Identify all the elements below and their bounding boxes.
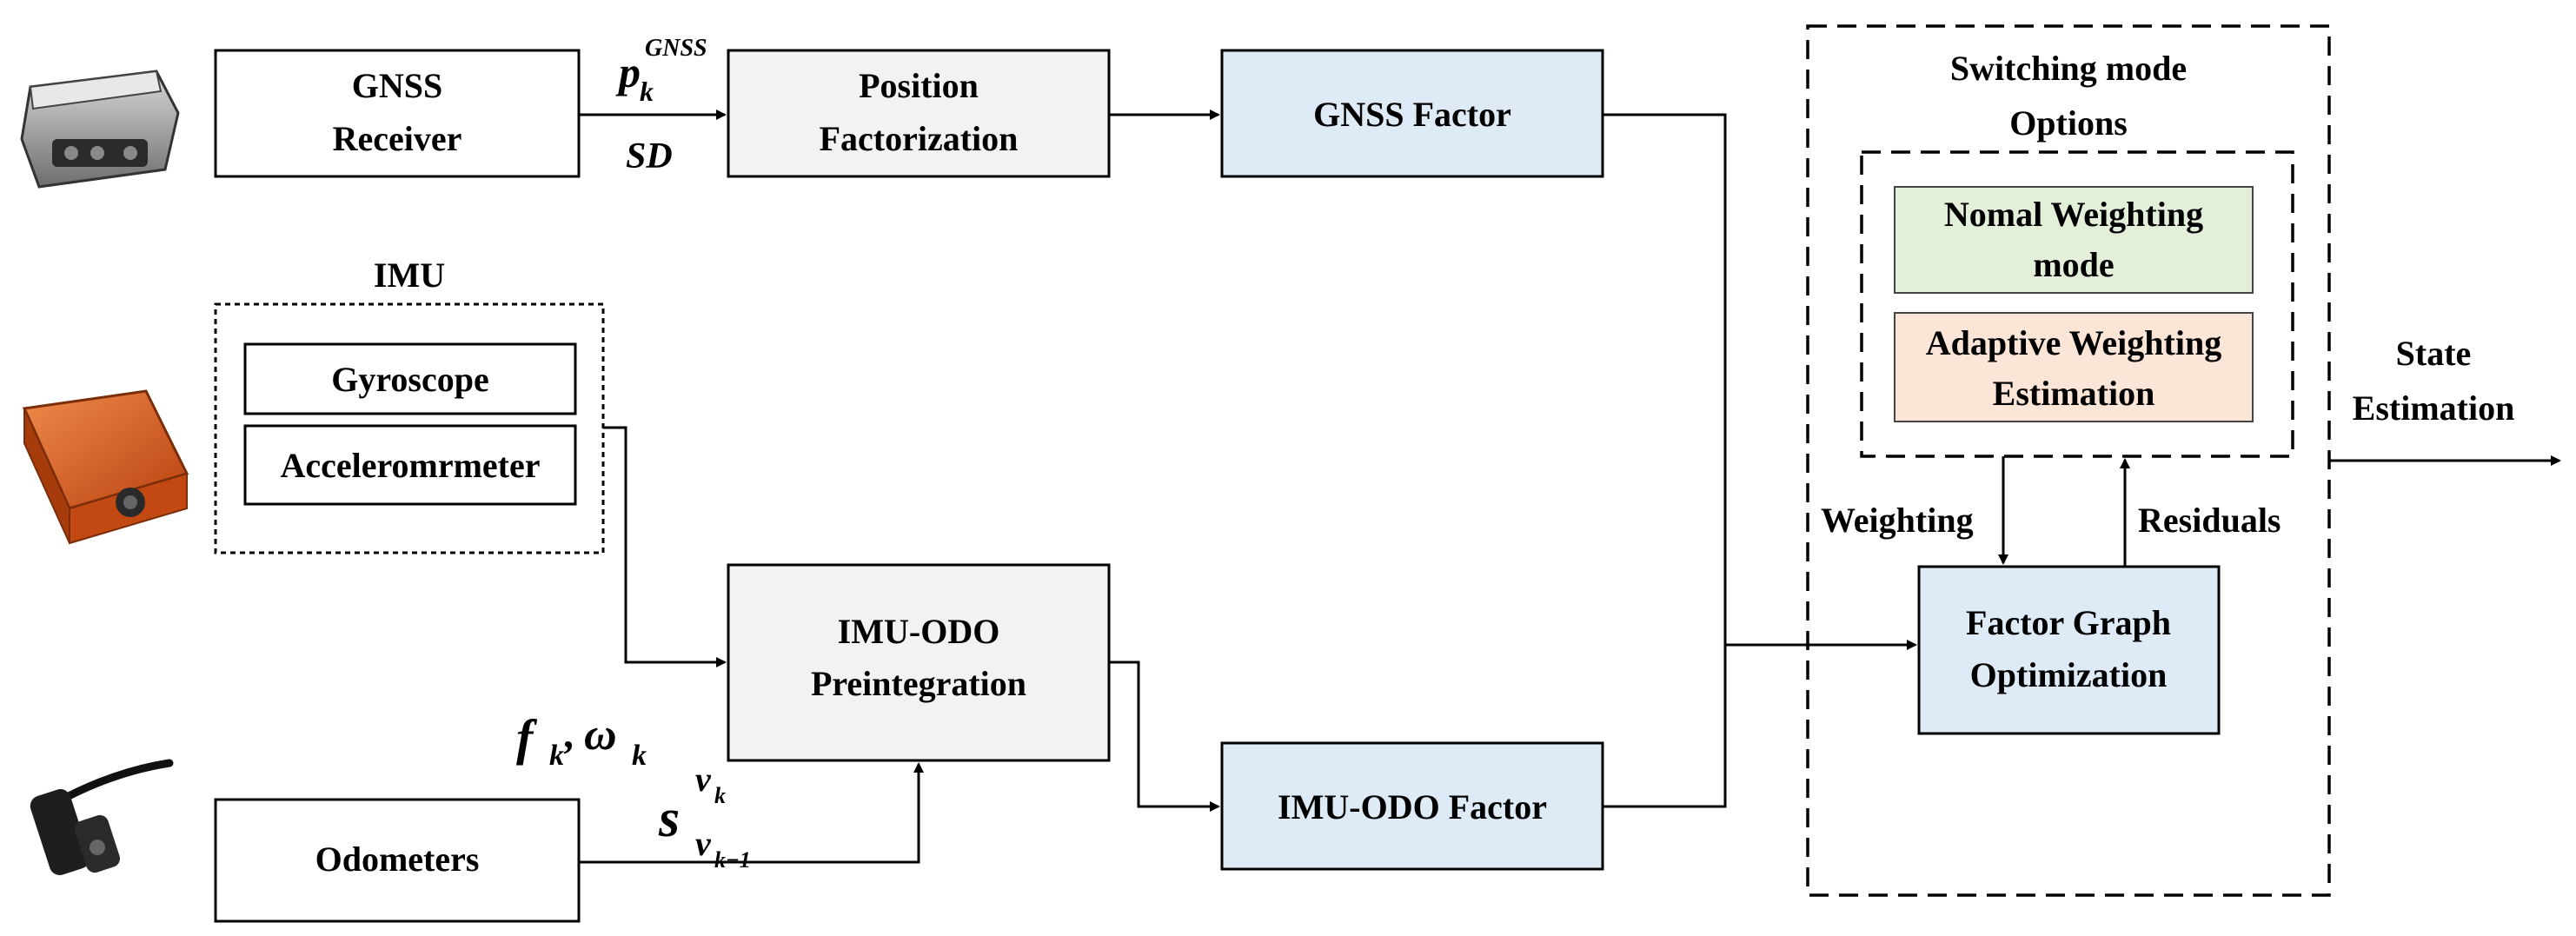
odometers-box: Odometers	[214, 798, 581, 923]
imu-title: IMU	[374, 256, 445, 295]
gnss-factor-label: GNSS Factor	[1313, 95, 1511, 134]
omega-subscript: k	[632, 740, 647, 772]
accelerometer-label: Acceleromrmeter	[280, 446, 540, 485]
p-subscript: k	[640, 76, 654, 107]
imu-measurement-symbol: f k , ω k	[516, 709, 647, 772]
imu-odo-preintegration-label-line2: Preintegration	[811, 664, 1026, 703]
s-sub-v: v	[695, 824, 712, 863]
position-factorization-label-line2: Factorization	[820, 119, 1019, 158]
p-superscript: GNSS	[645, 35, 707, 62]
position-factorization-box: Position Factorization	[727, 49, 1111, 178]
gnss-receiver-label-line1: GNSS	[352, 66, 443, 105]
normal-weighting-label-line2: mode	[2033, 245, 2114, 284]
state-estimation-label-line1: State	[2396, 334, 2472, 373]
weighting-label: Weighting	[1821, 501, 1974, 540]
line-gnss-factor-to-merge	[1603, 113, 1727, 645]
factor-graph-label-line2: Optimization	[1970, 655, 2168, 694]
imu-device-icon	[22, 389, 189, 545]
gnss-factor-box: GNSS Factor	[1220, 49, 1604, 178]
gnss-receiver-box: GNSS Receiver	[214, 49, 581, 178]
f-subscript: k	[549, 740, 564, 772]
sd-label: SD	[626, 136, 673, 176]
line-imu-odo-factor-to-merge	[1603, 645, 1727, 808]
odometer-scale-symbol: s v k v k−1	[658, 760, 751, 873]
omega-symbol: ω	[584, 710, 617, 760]
switching-mode-title-line1: Switching mode	[1950, 49, 2187, 88]
switching-mode-group: Switching mode Options Nomal Weighting m…	[1806, 24, 2331, 897]
adaptive-weighting-label-line1: Adaptive Weighting	[1926, 323, 2221, 362]
p-symbol: p	[615, 48, 641, 96]
switching-mode-title-line2: Options	[2009, 103, 2128, 143]
s-symbol: s	[658, 789, 680, 848]
connectors	[579, 110, 2561, 864]
state-estimation-label-line2: Estimation	[2353, 388, 2515, 428]
arrow-preintegration-to-imu-odo-factor	[1109, 661, 1220, 812]
imu-odo-factor-label: IMU-ODO Factor	[1278, 787, 1547, 826]
s-sup-v: v	[695, 760, 712, 799]
gnss-position-symbol: p k GNSS	[615, 35, 707, 107]
s-sub-k-minus-1: k−1	[714, 847, 751, 873]
imu-odo-factor-box: IMU-ODO Factor	[1220, 741, 1604, 871]
normal-weighting-label-line1: Nomal Weighting	[1944, 195, 2203, 234]
imu-odo-preintegration-label-line1: IMU-ODO	[838, 612, 1000, 651]
odometers-label: Odometers	[315, 840, 480, 879]
imu-odo-preintegration-box: IMU-ODO Preintegration	[727, 563, 1111, 762]
gnss-receiver-device-icon	[20, 70, 180, 189]
residuals-label: Residuals	[2138, 501, 2281, 540]
adaptive-weighting-label-line2: Estimation	[1993, 374, 2155, 413]
f-symbol: f	[516, 709, 538, 766]
normal-weighting-box: Nomal Weighting mode	[1894, 186, 2254, 294]
comma-symbol: ,	[563, 711, 575, 757]
arrow-odometers-to-preintegration	[579, 762, 924, 864]
arrow-imu-to-preintegration	[603, 426, 727, 667]
position-factorization-label-line1: Position	[859, 66, 979, 105]
factor-graph-box: Factor Graph Optimization	[1917, 565, 2221, 735]
imu-group: IMU Gyroscope Acceleromrmeter	[214, 256, 605, 554]
odometer-sensor-icon	[30, 759, 174, 875]
factor-graph-label-line1: Factor Graph	[1966, 603, 2171, 642]
adaptive-weighting-box: Adaptive Weighting Estimation	[1894, 312, 2254, 422]
gyroscope-label: Gyroscope	[331, 360, 488, 399]
gnss-receiver-label-line2: Receiver	[333, 119, 462, 158]
s-sup-k: k	[714, 783, 726, 808]
